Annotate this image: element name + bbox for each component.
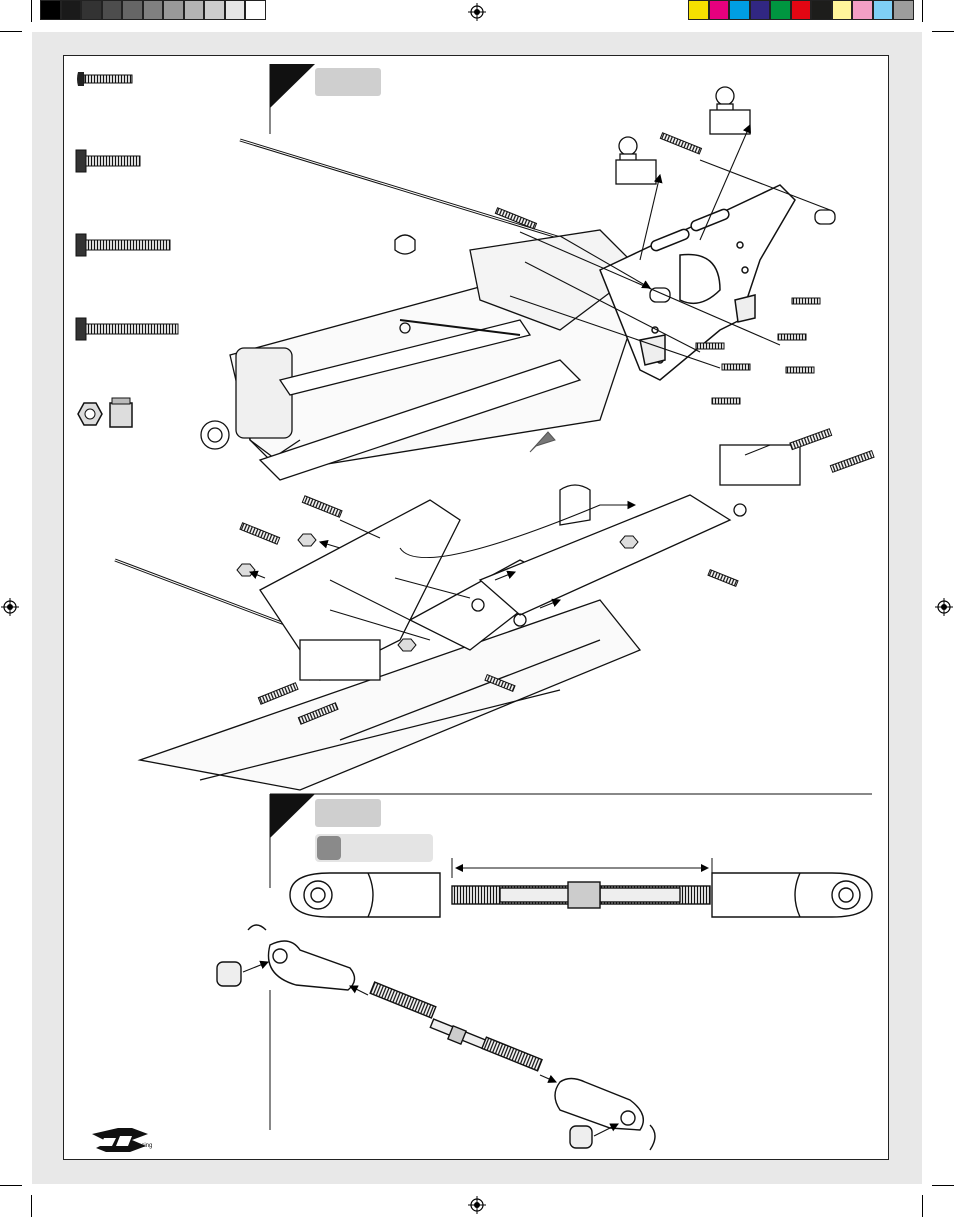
color-calibration-bar (688, 0, 914, 20)
gray-swatch (183, 0, 204, 20)
color-swatch (708, 0, 729, 20)
hb-racing-logo-icon: racing (92, 1128, 152, 1152)
screw-socket-medium-icon (75, 233, 171, 257)
gray-swatch (81, 0, 102, 20)
color-swatch (790, 0, 811, 20)
gray-swatch (101, 0, 122, 20)
step-2-label (315, 799, 381, 827)
step-1-corner (269, 64, 315, 134)
registration-mark-icon (468, 3, 486, 21)
registration-mark-icon (1, 598, 19, 616)
direction-arrow-icon (529, 431, 556, 453)
step-1-lower-assembly (114, 444, 801, 791)
step-2-sub-label (315, 834, 433, 862)
color-swatch (852, 0, 873, 20)
crop-mark (922, 1195, 923, 1217)
crop-mark (31, 0, 32, 22)
sub-step-badge (317, 836, 341, 860)
gray-swatch (224, 0, 245, 20)
screw-socket-short-icon (75, 149, 141, 173)
step-1-screws (494, 132, 821, 405)
step-2-leaders (242, 960, 619, 1137)
color-swatch (729, 0, 750, 20)
color-swatch (811, 0, 832, 20)
gray-swatch (60, 0, 81, 20)
gray-swatch (142, 0, 163, 20)
svg-text:racing: racing (136, 1143, 152, 1149)
step-1-lower-screws (236, 428, 875, 725)
step-2-corner (269, 793, 872, 1130)
gray-swatch (204, 0, 225, 20)
step-1-label (315, 68, 381, 96)
color-swatch (831, 0, 852, 20)
registration-mark-icon (935, 598, 953, 616)
screw-button-head-icon (77, 72, 133, 86)
crop-mark (922, 0, 923, 22)
crop-mark (31, 1195, 32, 1217)
rear-shock-tower (599, 184, 796, 381)
turnbuckle-length-diagram (289, 858, 873, 918)
color-swatch (872, 0, 893, 20)
lock-nut-icon (77, 397, 133, 428)
gray-swatch (163, 0, 184, 20)
color-swatch (749, 0, 770, 20)
color-swatch (688, 0, 709, 20)
step-1-lower-leaders (248, 444, 771, 641)
color-swatch (770, 0, 791, 20)
color-swatch (893, 0, 914, 20)
crop-mark (932, 31, 954, 32)
gray-swatch (40, 0, 61, 20)
crop-mark (0, 31, 22, 32)
grayscale-calibration-bar (40, 0, 266, 20)
crop-mark (932, 1185, 954, 1186)
step-1-chassis-assembly (200, 138, 641, 481)
gray-swatch (122, 0, 143, 20)
gray-swatch (245, 0, 266, 20)
crop-mark (0, 1185, 22, 1186)
ball-studs (615, 86, 836, 303)
turnbuckle-exploded (216, 924, 656, 1151)
screw-socket-long-icon (75, 317, 179, 341)
registration-mark-icon (468, 1196, 486, 1214)
step-1-leader-lines (509, 123, 831, 369)
